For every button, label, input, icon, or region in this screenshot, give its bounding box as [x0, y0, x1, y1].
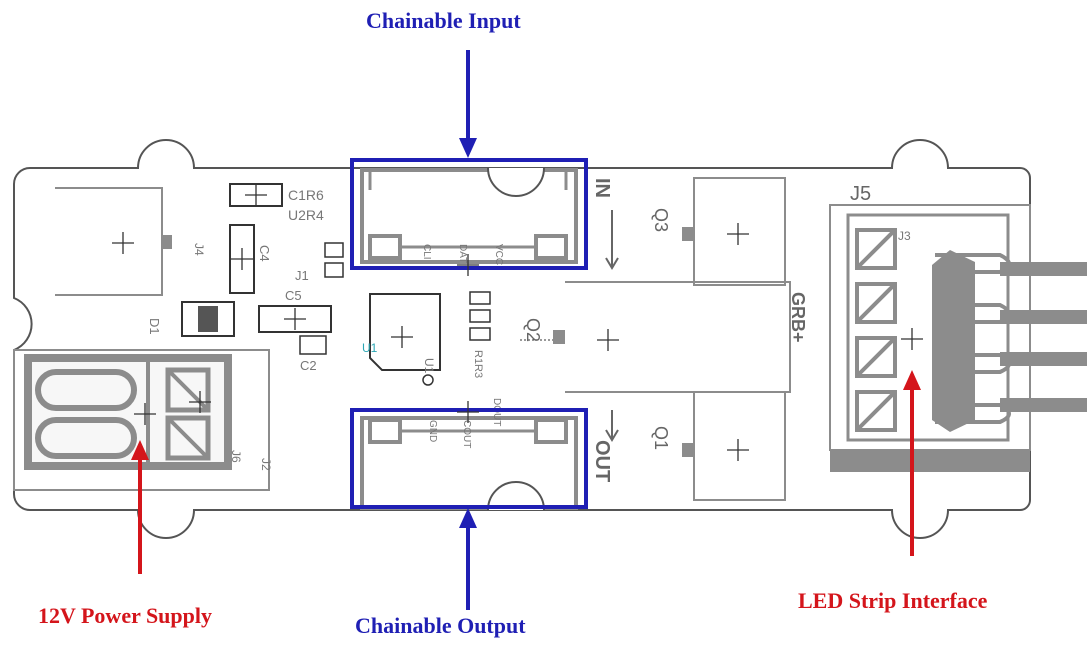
transistor-q3: Q3 [651, 177, 786, 286]
label-r1-r3: R1R3 [472, 350, 484, 378]
label-u2-r4: U2R4 [288, 207, 324, 223]
label-c1-r6: C1R6 [288, 187, 324, 203]
callout-power-supply: 12V Power Supply [38, 603, 213, 628]
part-c4 [229, 224, 255, 294]
arrow-led [903, 370, 921, 556]
output-frame [350, 408, 588, 509]
pin-cout: COUT [461, 420, 472, 448]
part-c5 [258, 305, 332, 333]
pin-cli: CLI [421, 244, 432, 260]
pin-gnd: GND [427, 420, 438, 442]
connector-j4: J4 [55, 187, 206, 296]
chip-u1 [369, 293, 441, 371]
label-c5: C5 [285, 288, 302, 303]
label-j1: J1 [295, 268, 309, 283]
output-connector: GND DOUT COUT [360, 398, 578, 510]
label-d1: D1 [147, 318, 162, 335]
label-out: OUT [591, 440, 613, 482]
label-j2: J2 [259, 458, 273, 471]
label-c2: C2 [300, 358, 317, 373]
label-j4: J4 [192, 243, 206, 256]
arrow-input [459, 50, 477, 158]
label-j5: J5 [850, 183, 871, 205]
arrow-power [131, 440, 149, 574]
pin-vcc: VCC [493, 244, 504, 265]
part-d1 [181, 301, 235, 337]
label-in: IN [591, 178, 613, 198]
callout-led-strip: LED Strip Interface [798, 588, 988, 613]
input-connector: CLI DAT VCC [360, 168, 578, 265]
label-u1-cyan: U1 [362, 341, 378, 355]
power-connector-j6: J6 J2 [13, 349, 273, 491]
pin-dout: DOUT [491, 398, 502, 426]
callout-chainable-input: Chainable Input [366, 8, 521, 33]
label-q3: Q3 [651, 208, 671, 232]
label-u1: U1 [422, 358, 436, 374]
pin-dat-in: DAT [457, 244, 468, 263]
led-connector-j5: J5 J3 [829, 183, 1087, 472]
transistor-q2: Q2 [520, 281, 791, 393]
callout-chainable-output: Chainable Output [355, 613, 526, 638]
label-grb: GRB+ [788, 292, 808, 343]
label-j3: J3 [898, 229, 911, 243]
arrow-output [459, 508, 477, 610]
input-frame [350, 158, 588, 270]
transistor-q1: Q1 [651, 391, 786, 501]
label-c4: C4 [257, 245, 272, 262]
label-q2: Q2 [523, 318, 543, 342]
label-q1: Q1 [651, 426, 671, 450]
part-c2 [299, 335, 327, 355]
label-j6: J6 [229, 450, 243, 463]
